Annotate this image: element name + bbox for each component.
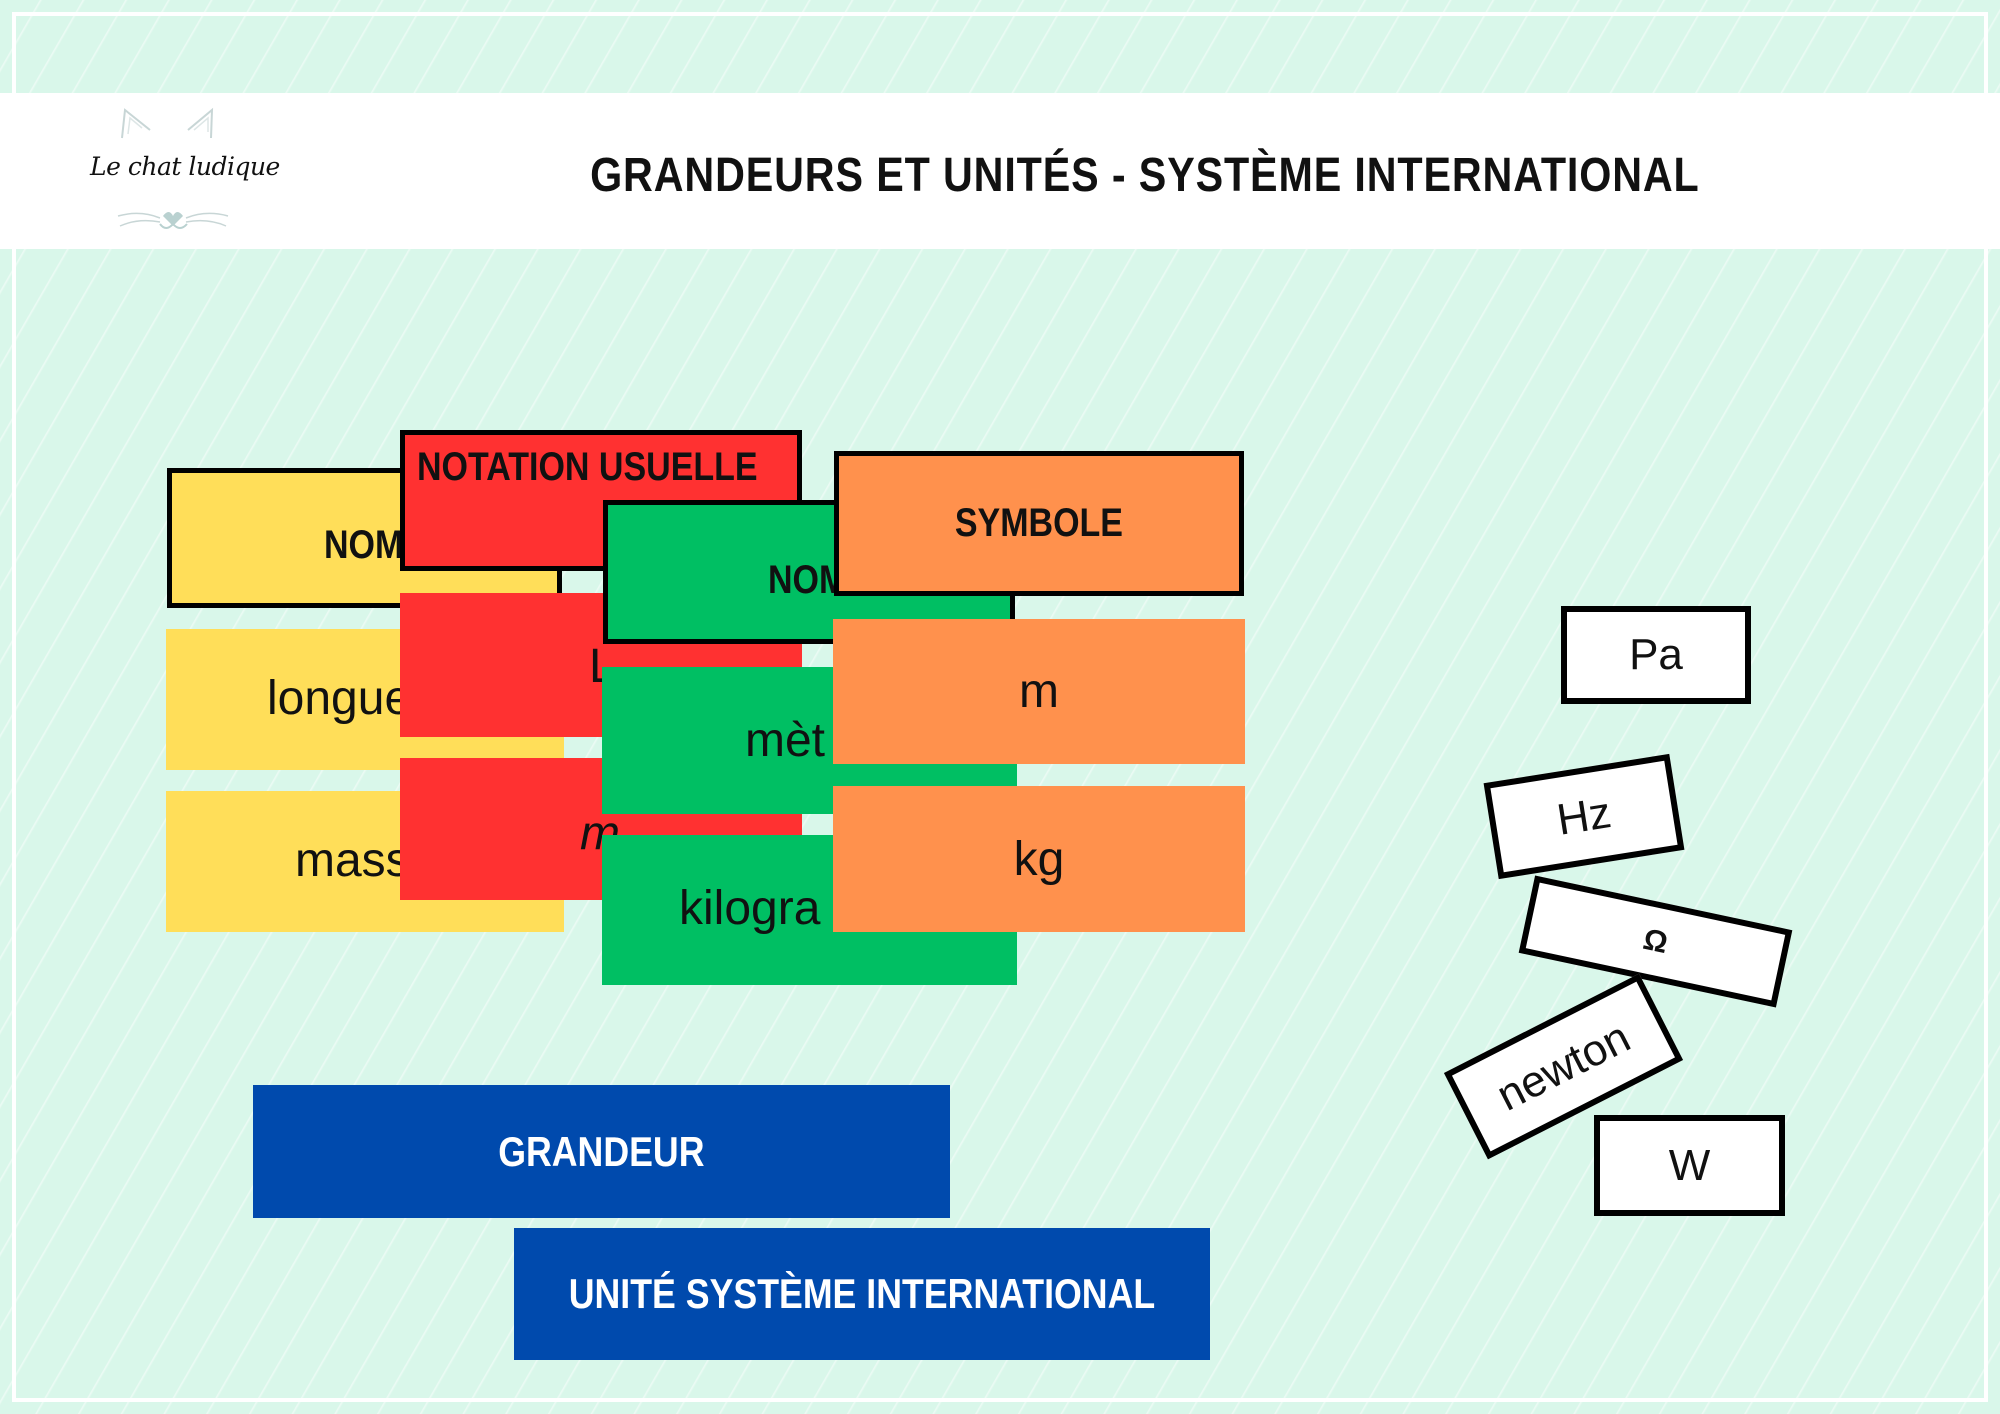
cell-label: kg xyxy=(1013,832,1065,886)
cell-label: kilogra xyxy=(679,882,821,935)
logo-text: Le chat ludique xyxy=(90,152,280,181)
cell-card[interactable]: m xyxy=(833,619,1245,764)
loose-card-pa[interactable]: Pa xyxy=(1561,606,1751,704)
header-label: SYMBOLE xyxy=(954,501,1124,545)
header-label: NOM xyxy=(324,523,404,567)
page-title: GRANDEURS ET UNITÉS - SYSTÈME INTERNATIO… xyxy=(590,149,1700,202)
cat-logo-icon xyxy=(117,107,229,229)
loose-card-w[interactable]: W xyxy=(1594,1115,1785,1216)
legend-label: GRANDEUR xyxy=(498,1127,705,1175)
cell-label: m xyxy=(1019,665,1059,718)
page-frame xyxy=(12,12,1988,1402)
legend-label: UNITÉ SYSTÈME INTERNATIONAL xyxy=(568,1270,1156,1317)
header-label: NOTATION USUELLE xyxy=(417,445,758,489)
cell-label: mass xyxy=(295,834,410,887)
legend-grandeur: GRANDEUR xyxy=(253,1085,950,1218)
cell-label: mèt xyxy=(745,714,826,767)
legend-unite: UNITÉ SYSTÈME INTERNATIONAL xyxy=(514,1228,1210,1360)
header-card-symbole[interactable]: SYMBOLE xyxy=(834,451,1244,596)
header-band xyxy=(0,93,2000,249)
cell-label: longue xyxy=(267,672,412,725)
cell-card[interactable]: kg xyxy=(833,786,1245,932)
